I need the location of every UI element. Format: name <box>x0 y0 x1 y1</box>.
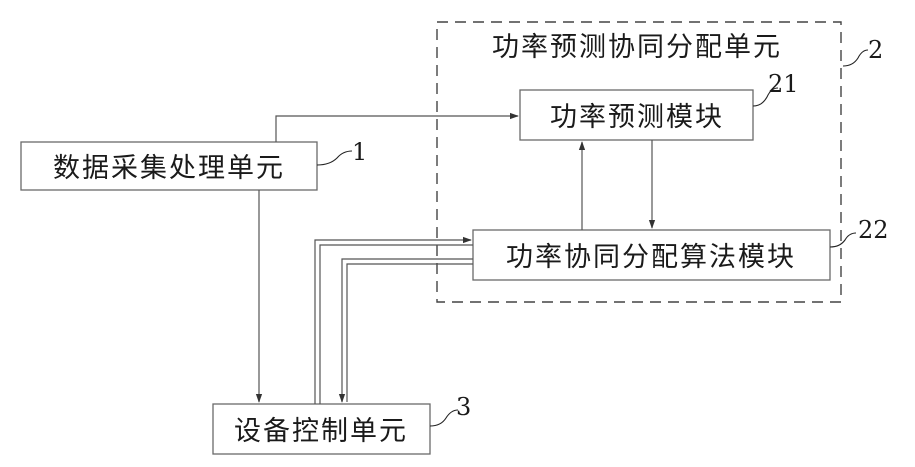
group-ref-number: 2 <box>868 36 883 64</box>
data-unit-label: 数据采集处理单元 <box>53 153 285 184</box>
device-unit-ref-leader <box>430 410 458 426</box>
allocation-ref-leader <box>830 233 856 247</box>
data-unit-ref-number: 1 <box>352 138 367 166</box>
device-unit-ref-number: 3 <box>456 393 471 421</box>
forecast-module-label: 功率预测模块 <box>550 102 724 133</box>
allocation-ref-number: 22 <box>858 216 889 244</box>
forecast-ref-number: 21 <box>768 70 799 98</box>
allocation-module-label: 功率协同分配算法模块 <box>506 242 796 273</box>
data-unit-ref-leader <box>317 151 352 165</box>
arrow-data-to-forecast <box>276 116 518 142</box>
device-unit-label: 设备控制单元 <box>234 416 408 447</box>
arrow-allocation-to-device <box>342 259 473 402</box>
group-ref-leader <box>843 50 868 66</box>
arrow-allocation-to-device-inner <box>347 264 473 402</box>
arrow-device-to-allocation-inner <box>320 245 473 404</box>
group-title: 功率预测协同分配单元 <box>492 32 782 63</box>
